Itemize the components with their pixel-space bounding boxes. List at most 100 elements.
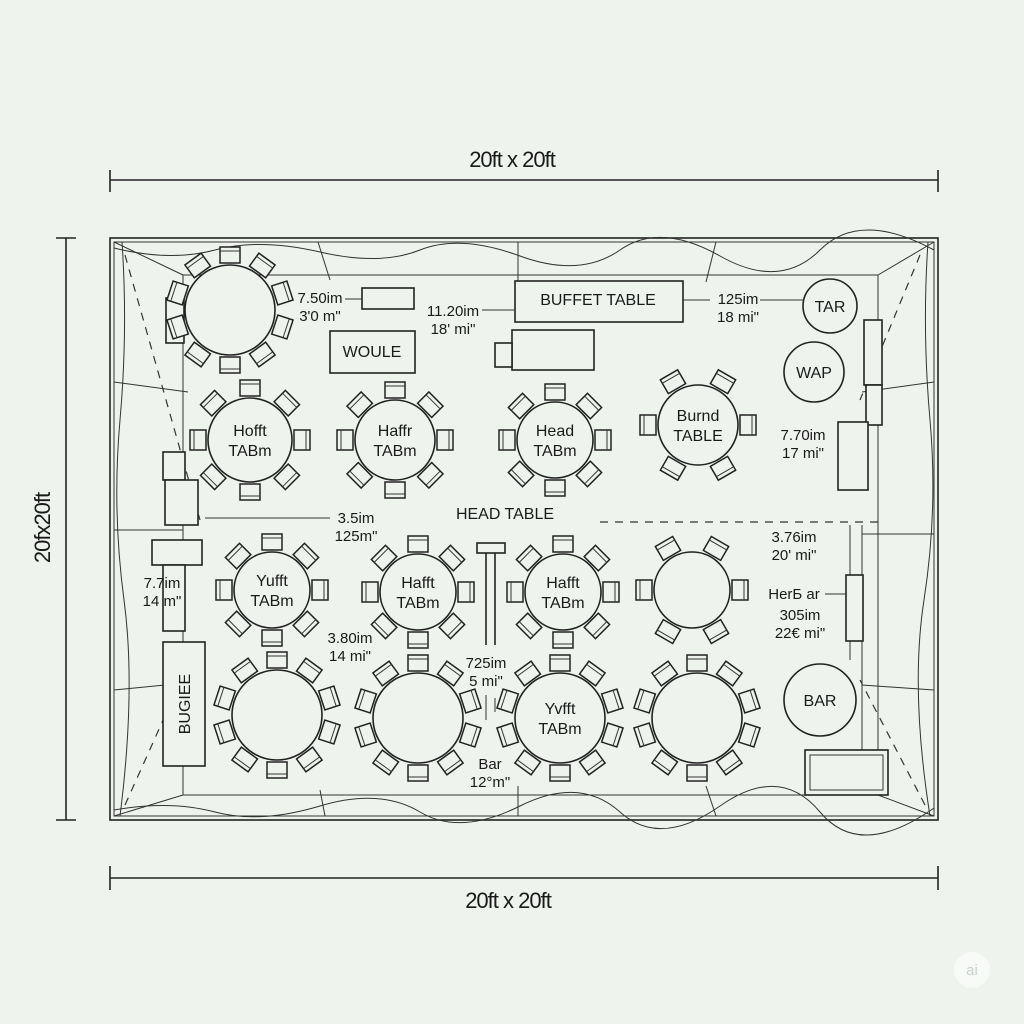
table-label: TABLE bbox=[673, 428, 723, 445]
chair bbox=[384, 381, 406, 399]
table-label: TABm bbox=[396, 595, 439, 612]
table-label: TABm bbox=[541, 595, 584, 612]
chair bbox=[438, 612, 466, 640]
chair bbox=[354, 688, 378, 714]
chair bbox=[436, 660, 465, 687]
right-panel-2 bbox=[865, 384, 883, 426]
chair bbox=[583, 544, 611, 572]
small-table[interactable] bbox=[361, 287, 415, 310]
table-top bbox=[516, 401, 594, 479]
bar-station[interactable]: BAR bbox=[783, 663, 857, 737]
table-label: Burnd bbox=[677, 408, 720, 425]
measurement-line: 17 mi" bbox=[782, 445, 824, 462]
chair bbox=[273, 463, 301, 491]
dimension-left: 20fx20ft bbox=[30, 237, 76, 821]
chair bbox=[407, 654, 429, 672]
chair bbox=[513, 660, 542, 687]
chair bbox=[513, 749, 542, 776]
chair bbox=[219, 246, 241, 264]
chair bbox=[583, 612, 611, 640]
table-label: Haffr bbox=[378, 423, 413, 440]
chair bbox=[709, 455, 737, 482]
chair bbox=[702, 535, 730, 562]
table-label: Hafft bbox=[401, 575, 435, 592]
round-table[interactable] bbox=[633, 654, 761, 782]
table-top bbox=[354, 399, 436, 481]
chair bbox=[273, 389, 301, 417]
bar-label: BAR bbox=[804, 693, 837, 710]
measurement-line: 18 mi" bbox=[717, 309, 759, 326]
table-top bbox=[524, 553, 602, 631]
chair bbox=[270, 280, 294, 306]
chair bbox=[371, 660, 400, 687]
bar-counter[interactable] bbox=[804, 749, 889, 796]
chair bbox=[354, 722, 378, 748]
left-cabinet bbox=[164, 479, 199, 526]
right-panel-1 bbox=[863, 319, 883, 386]
buffet-table[interactable] bbox=[514, 280, 684, 323]
chair bbox=[731, 579, 749, 601]
table-top bbox=[657, 384, 739, 466]
chair bbox=[686, 654, 708, 672]
chair bbox=[371, 749, 400, 776]
chair bbox=[575, 392, 603, 420]
measurement-line: 725im bbox=[466, 655, 507, 672]
table-top bbox=[653, 551, 731, 629]
chair bbox=[345, 390, 374, 419]
chair bbox=[702, 618, 730, 645]
table-label: Hofft bbox=[233, 423, 267, 440]
measurement-line: 3.80im bbox=[327, 630, 372, 647]
measurement-line: 5 mi" bbox=[469, 673, 503, 690]
chair bbox=[635, 579, 653, 601]
her-bar-table[interactable] bbox=[845, 574, 864, 642]
dimension-top: 20ft x 20ft bbox=[109, 147, 939, 192]
head-table-stand bbox=[476, 542, 506, 554]
chair bbox=[295, 657, 324, 684]
service-stand bbox=[494, 342, 513, 368]
dimension-left-label: 20fx20ft bbox=[30, 492, 55, 563]
dimension-bottom-label: 20ft x 20ft bbox=[465, 888, 552, 913]
chair bbox=[345, 461, 374, 490]
round-table[interactable] bbox=[354, 654, 482, 782]
chair bbox=[436, 429, 454, 451]
measurement-line: 22€ mi" bbox=[775, 625, 825, 642]
measurement-line: 11.20im bbox=[427, 303, 479, 320]
woule-table[interactable] bbox=[329, 330, 416, 374]
tar-station[interactable]: TAR bbox=[802, 278, 858, 334]
chair bbox=[213, 685, 237, 711]
dimension-top-label: 20ft x 20ft bbox=[469, 147, 556, 172]
measurement-line: 3'0 m" bbox=[299, 308, 341, 325]
round-table[interactable] bbox=[635, 535, 749, 645]
round-table[interactable] bbox=[166, 246, 294, 374]
wap-station[interactable]: WAP bbox=[783, 341, 845, 403]
chair bbox=[633, 688, 657, 714]
round-table[interactable] bbox=[213, 651, 341, 779]
table-top bbox=[184, 264, 276, 356]
measurement-line: 3.5im bbox=[338, 510, 375, 527]
chair bbox=[261, 629, 283, 647]
chair bbox=[292, 542, 320, 570]
bugiee-table-label: BUGIEE bbox=[177, 674, 194, 734]
chair bbox=[224, 610, 252, 638]
bugiee-table[interactable] bbox=[162, 641, 206, 767]
chair bbox=[594, 429, 612, 451]
chair bbox=[438, 544, 466, 572]
service-table[interactable] bbox=[511, 329, 595, 371]
measurement-line: 305im bbox=[780, 607, 821, 624]
